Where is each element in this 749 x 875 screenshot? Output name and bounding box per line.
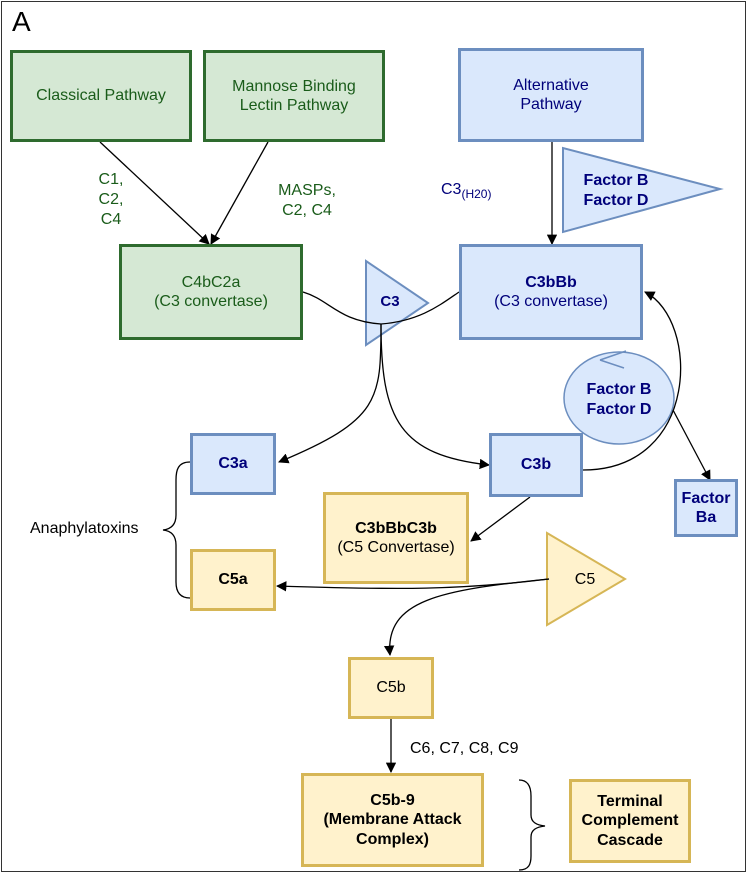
factor-ba-line-1: Factor: [681, 489, 731, 507]
c3h20-subscript: (H20): [461, 187, 492, 202]
classical-components-label: C1, C2, C4: [86, 170, 136, 230]
mannose-binding-lectin-box: Mannose Binding Lectin Pathway: [203, 50, 385, 142]
factor-bd-circle: [563, 351, 675, 445]
mac-line-3: Complex): [356, 830, 429, 848]
c5b-box: C5b: [348, 657, 434, 719]
panel-label: A: [12, 6, 31, 37]
terminal-brace: [518, 779, 546, 871]
c3bbbc3b-line-2: (C5 Convertase): [337, 539, 455, 556]
c4bc2a-line-1: C4bC2a: [181, 273, 241, 291]
c5a-label: C5a: [218, 571, 248, 589]
masps-line-2: C2, C4: [282, 202, 332, 219]
circle-arrowhead-mark: [599, 350, 627, 369]
classical-components-line-3: C4: [100, 211, 122, 228]
connector-c3bbb-to-c3: [380, 291, 460, 325]
mannose-line-1: Mannose Binding: [232, 77, 356, 95]
anaphylatoxins-label: Anaphylatoxins: [30, 520, 139, 537]
c5-triangle-label: C5: [574, 571, 596, 588]
c3bbbc3b-line-1: C3bBbC3b: [355, 519, 437, 537]
mac-line-1: C5b-9: [370, 792, 415, 810]
arrow-c5-to-c5b: [383, 578, 550, 657]
mac-box: C5b-9 (Membrane Attack Complex): [301, 773, 484, 867]
alternative-line-1: Alternative: [513, 76, 589, 94]
masps-label: MASPs, C2, C4: [270, 181, 344, 221]
mac-line-2: (Membrane Attack: [323, 811, 462, 829]
factor-bd-triangle: [562, 146, 724, 234]
masps-line-1: MASPs,: [278, 182, 336, 199]
terminal-line-3: Cascade: [597, 831, 663, 849]
factor-ba-line-2: Ba: [695, 509, 717, 526]
terminal-line-1: Terminal: [597, 793, 663, 811]
c4bc2a-box: C4bC2a (C3 convertase): [119, 244, 303, 340]
terminal-cascade-box: Terminal Complement Cascade: [569, 779, 691, 863]
arrow-c3b-loop-to-c3bbb: [582, 291, 682, 471]
factor-bd-triangle-line-2: Factor D: [583, 192, 649, 209]
c3bbb-line-2: (C3 convertase): [494, 293, 608, 310]
factor-bd-circle-line-2: Factor D: [586, 401, 652, 418]
classical-components-line-2: C2,: [98, 191, 124, 208]
c5b-label: C5b: [376, 679, 406, 697]
arrow-to-factor-ba: [672, 409, 711, 481]
c3b-label: C3b: [520, 456, 552, 474]
arrow-c3-to-c3a: [278, 323, 382, 464]
factor-bd-triangle-line-1: Factor B: [583, 172, 649, 189]
classical-pathway-label: Classical Pathway: [36, 87, 166, 105]
c3bbb-line-1: C3bBb: [525, 273, 577, 291]
classical-components-line-1: C1,: [98, 171, 124, 188]
factor-bd-triangle-label: Factor B Factor D: [566, 171, 666, 211]
alternative-line-2: Pathway: [520, 96, 582, 113]
arrow-c3b-to-c3bbbc3b: [470, 496, 531, 542]
c5a-box: C5a: [190, 549, 276, 611]
connector-c4bc2a-to-c3: [302, 291, 382, 325]
c3h20-label: C3(H20): [441, 180, 491, 202]
c3a-box: C3a: [190, 433, 276, 495]
late-components-label: C6, C7, C8, C9: [410, 740, 519, 757]
c4bc2a-line-2: (C3 convertase): [154, 293, 268, 310]
anaphylatoxins-brace: [162, 461, 191, 599]
c3b-box: C3b: [489, 433, 583, 497]
factor-bd-circle-label: Factor B Factor D: [569, 380, 669, 420]
alternative-pathway-box: Alternative Pathway: [458, 48, 644, 142]
arrow-classical-to-c4bc2a: [99, 141, 210, 245]
mannose-line-2: Lectin Pathway: [239, 97, 349, 114]
terminal-line-2: Complement: [581, 812, 679, 830]
factor-ba-box: Factor Ba: [674, 479, 738, 537]
c3bbbc3b-box: C3bBbC3b (C5 Convertase): [323, 492, 469, 584]
arrow-mannose-to-c4bc2a: [210, 141, 269, 245]
factor-bd-circle-line-1: Factor B: [586, 381, 652, 398]
arrow-c3-to-c3b: [380, 323, 491, 470]
c3h20-main: C3: [441, 181, 462, 198]
c3a-label: C3a: [218, 455, 248, 473]
c3-triangle-label: C3: [380, 293, 400, 310]
classical-pathway-box: Classical Pathway: [10, 50, 192, 142]
c3bbb-box: C3bBb (C3 convertase): [459, 244, 643, 340]
